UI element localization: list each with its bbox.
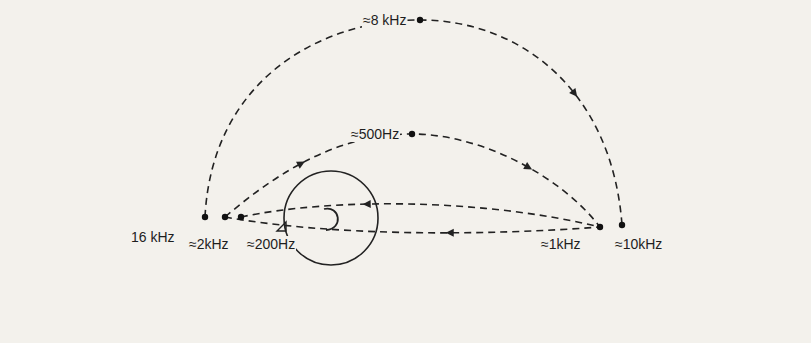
frequency-label: ≈200Hz [246,236,296,252]
frequency-label: ≈10kHz [614,236,663,252]
frequency-label: ≈8 kHz [362,12,407,28]
frequency-label: ≈2kHz [188,236,230,252]
arrow-head [363,200,371,208]
dot [222,214,228,220]
dot [597,224,603,230]
dot [409,131,415,137]
dot [619,222,625,228]
frequency-dots [202,17,625,230]
path-upper-low [241,204,600,227]
path-500hz [225,134,600,227]
arrow-head [523,162,532,169]
nose-symbol [277,222,286,231]
arrow-head [296,161,305,168]
head-outline [284,171,378,265]
ear-symbol [324,209,338,230]
frequency-label: 16 kHz [130,229,176,245]
path-lower-low [225,217,600,233]
arrow-head [446,229,454,237]
dot [417,17,423,23]
path-8khz [205,20,622,225]
dot [202,214,208,220]
frequency-label: ≈500Hz [350,126,400,142]
arrow-head [569,88,577,97]
frequency-label: ≈1kHz [540,236,582,252]
dot [238,214,244,220]
